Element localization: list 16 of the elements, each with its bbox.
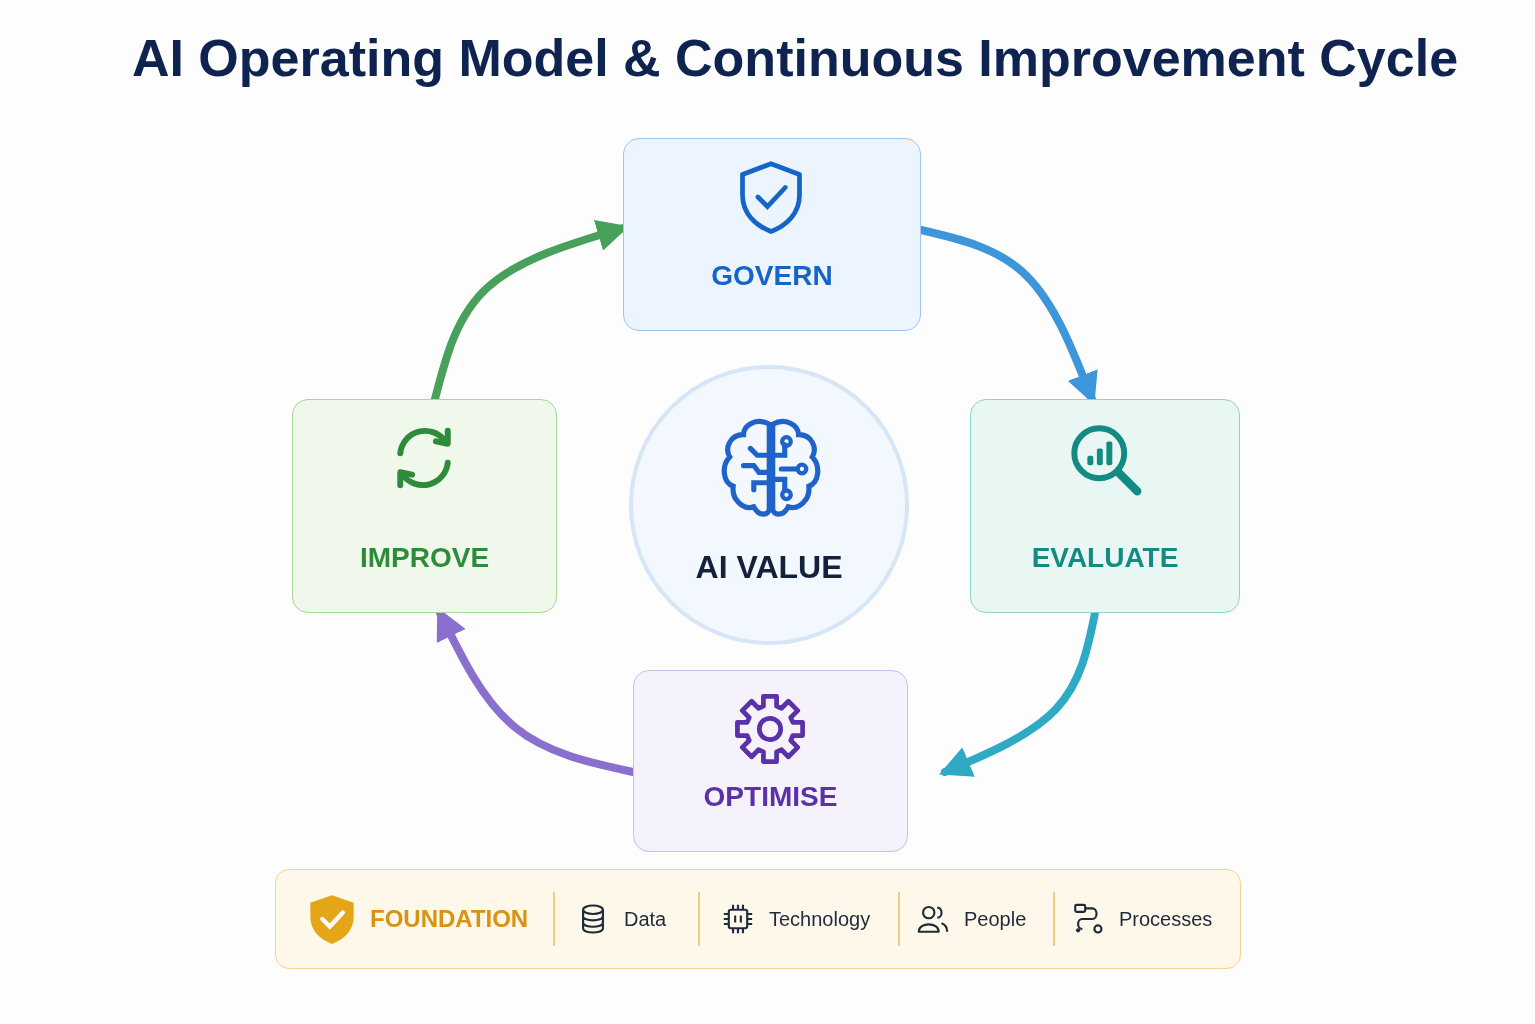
- stage-label: EVALUATE: [1030, 542, 1180, 574]
- stage-label: GOVERN: [710, 260, 834, 292]
- foundation-heading: FOUNDATION: [370, 905, 529, 933]
- diagram-title: AI Operating Model & Continuous Improvement Cycle: [130, 28, 1460, 88]
- pillar-label: Data: [624, 907, 667, 931]
- stage-label: OPTIMISE: [702, 781, 839, 813]
- stage-card: [633, 670, 908, 852]
- stage-label: IMPROVE: [358, 542, 491, 574]
- stage-card: [970, 399, 1240, 613]
- stage-label: AI VALUE: [694, 549, 844, 586]
- foundation-bar: [275, 869, 1241, 969]
- pillar-label: People: [964, 907, 1027, 931]
- pillar-label: Processes: [1119, 907, 1213, 931]
- stage-card: [623, 138, 921, 331]
- pillar-label: Technology: [769, 907, 871, 931]
- stage-card: [292, 399, 557, 613]
